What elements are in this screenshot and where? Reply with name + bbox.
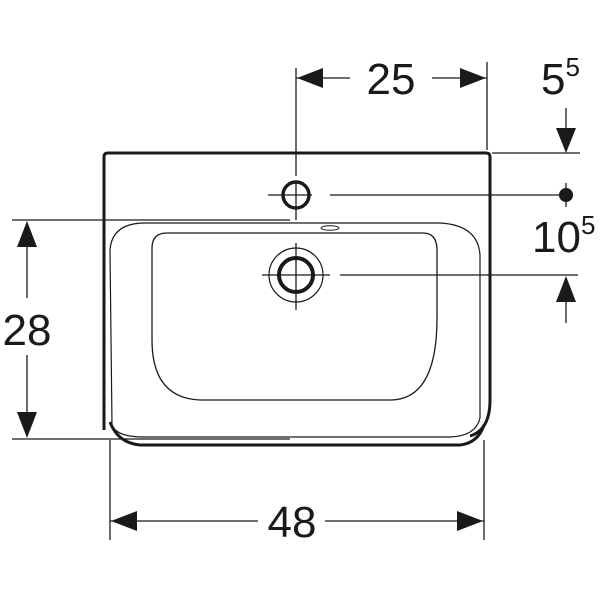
dimension-label-10-5: 105 [532, 210, 595, 262]
arrow-up-icon [556, 276, 576, 302]
overflow-slot [320, 225, 340, 231]
arrow-down-icon [556, 128, 576, 153]
extension-lines [12, 62, 580, 540]
arrow-left-icon [111, 511, 137, 531]
dimension-5-5: 55 [541, 52, 580, 153]
dimension-25: 25 [296, 55, 487, 104]
basin-body [102, 151, 492, 447]
arrow-right-icon [460, 68, 486, 88]
dimension-label-48: 48 [268, 498, 317, 547]
arrow-up-icon [17, 221, 37, 247]
dimension-48: 48 [110, 498, 484, 547]
tap-hole [268, 68, 566, 220]
dimension-label-28: 28 [3, 306, 52, 355]
basin-bowl [151, 232, 438, 401]
dimension-28: 28 [3, 221, 52, 438]
arrow-left-icon [297, 68, 323, 88]
basin-outer-outline [102, 151, 492, 438]
dimension-label-25: 25 [367, 55, 416, 104]
basin-rim [109, 222, 481, 438]
drain-outlet [262, 243, 578, 310]
basin-front-edge [108, 421, 486, 447]
dimension-10-5: 105 [532, 183, 595, 323]
dimension-label-5-5: 55 [541, 52, 580, 104]
arrow-down-icon [17, 412, 37, 438]
arrow-right-icon [457, 511, 483, 531]
